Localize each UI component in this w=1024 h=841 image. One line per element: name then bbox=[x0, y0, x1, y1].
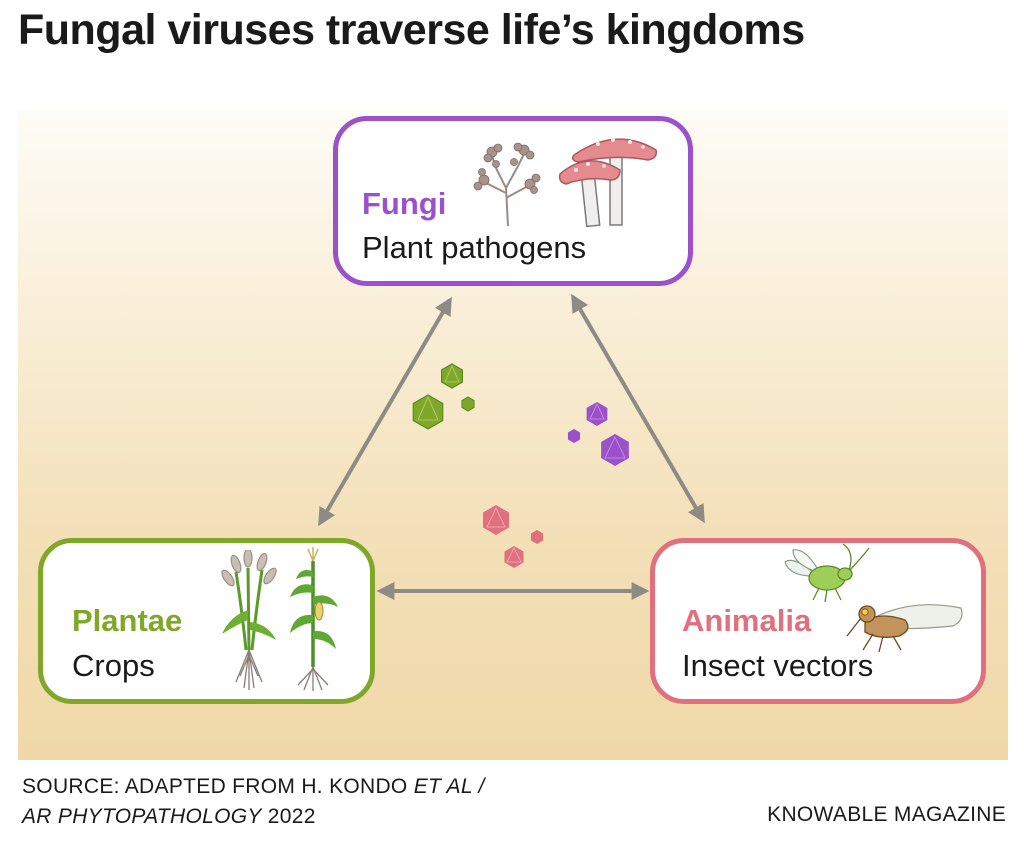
virus-icon bbox=[483, 505, 544, 568]
source-citation-italic: ET AL / bbox=[413, 775, 485, 798]
arrow-fungi-plantae bbox=[318, 296, 452, 527]
fungi-subtitle: Plant pathogens bbox=[362, 230, 587, 265]
leafhopper-icon bbox=[846, 604, 963, 653]
arrow-fungi-animalia bbox=[571, 293, 705, 524]
source-year: 2022 bbox=[261, 805, 316, 828]
fungi-label: Fungi bbox=[362, 186, 447, 221]
aphid-icon bbox=[784, 543, 870, 603]
source-line-1: SOURCE: ADAPTED FROM H. KONDO ET AL / bbox=[22, 772, 485, 802]
animalia-subtitle: Insect vectors bbox=[682, 648, 874, 683]
plantae-box bbox=[38, 538, 375, 704]
source-note: SOURCE: ADAPTED FROM H. KONDO ET AL / AR… bbox=[22, 772, 485, 832]
source-journal: AR PHYTOPATHOLOGY bbox=[22, 805, 262, 828]
corn-icon bbox=[290, 547, 338, 691]
animalia-label: Animalia bbox=[682, 603, 812, 638]
publisher-credit: KNOWABLE MAGAZINE bbox=[767, 803, 1006, 826]
plantae-subtitle: Crops bbox=[72, 648, 155, 683]
figure-title: Fungal viruses traverse life’s kingdoms bbox=[18, 6, 805, 54]
virus-icon bbox=[567, 402, 629, 466]
wheat-icon bbox=[221, 550, 277, 690]
source-citation: SOURCE: ADAPTED FROM H. KONDO bbox=[22, 775, 414, 798]
mushroom-icon bbox=[558, 138, 658, 228]
source-line-2: AR PHYTOPATHOLOGY 2022 bbox=[22, 802, 485, 832]
virus-icon bbox=[412, 363, 475, 430]
plantae-label: Plantae bbox=[72, 603, 183, 638]
mold-icon bbox=[473, 142, 541, 227]
